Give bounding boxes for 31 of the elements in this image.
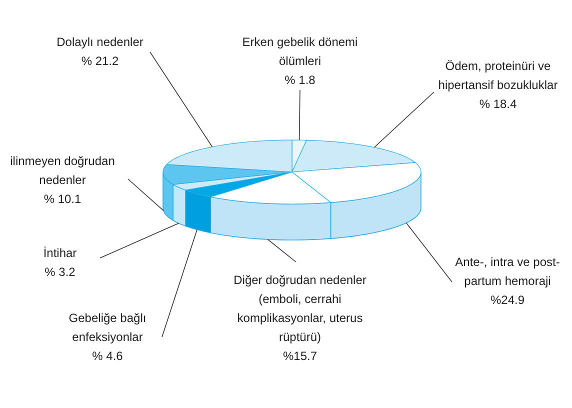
percent-value: % 1.8 [284,72,316,89]
percent-value: % 4.6 [91,348,124,365]
leader-line [374,92,434,148]
leader-line [267,239,296,262]
leader-line [298,90,300,140]
leader-line [162,229,198,338]
leader-line [128,178,164,211]
cause-label: Erken gebelik dönemi ölümleri [241,34,359,70]
cause-label: ilinmeyen doğrudan nedenler [9,153,116,189]
pie-slice [184,172,292,234]
leader-line [406,222,452,282]
cause-label: İntihar [42,245,78,262]
pie-slice [162,164,292,222]
pie-slice [210,172,332,240]
percent-value: % 3.2 [44,264,76,281]
cause-label: Ödem, proteinüri ve hipertansif bozukluklar [437,58,559,94]
cause-label: Ante-, intra ve post-partum hemoraji [454,254,561,290]
leader-line [150,52,213,148]
cause-label: (emboli, cerrahi komplikasyonlar, uterus rüptürü) [236,291,364,346]
pie-slice [292,140,416,172]
pie-slice [291,162,422,239]
percent-value: %15.7 [282,348,318,365]
percent-value: %24.9 [489,292,526,309]
cause-label: Gebeliğe bağlı enfeksiyonlar [68,310,148,346]
percent-value: % 10.1 [42,191,82,208]
pie-slice [166,140,292,172]
cause-label: Diğer doğrudan nedenler [232,272,368,289]
percent-value: % 18.4 [478,96,518,113]
leader-line [100,222,180,258]
cause-label: Dolaylı nedenler [56,34,144,51]
percent-value: % 21.2 [80,53,120,70]
